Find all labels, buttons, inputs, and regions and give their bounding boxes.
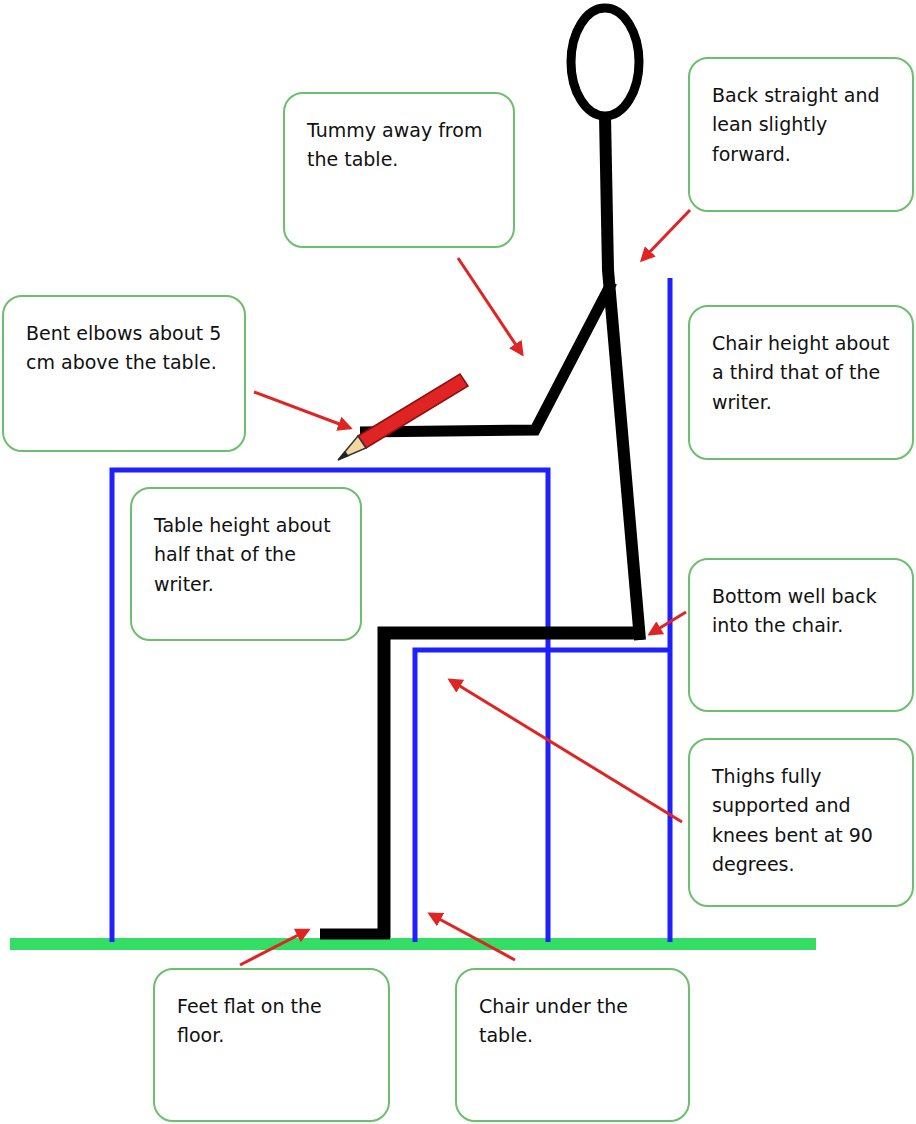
callout-text: Bent elbows about 5 cm above the table. [26, 319, 226, 378]
leader-arrow [240, 930, 308, 965]
leader-arrow [450, 680, 682, 822]
callout-box: Table height about half that of the writ… [130, 487, 362, 641]
callout-box: Chair under the table. [455, 968, 690, 1122]
leader-arrow [254, 392, 350, 428]
callout-box: Feet flat on the floor. [153, 968, 390, 1122]
callout-text: Back straight and lean slightly forward. [712, 81, 894, 169]
callout-text: Chair height about a third that of the w… [712, 329, 894, 417]
callout-text: Feet flat on the floor. [177, 992, 370, 1051]
figure-head [571, 8, 639, 116]
figure-foot [320, 929, 390, 940]
pencil-drawing [338, 374, 468, 460]
chair-back [668, 278, 673, 942]
callout-text: Thighs fully supported and knees bent at… [712, 762, 894, 880]
table-outline [112, 470, 548, 942]
callout-text: Table height about half that of the writ… [154, 511, 342, 599]
leader-arrow [642, 210, 690, 260]
leader-arrow [430, 914, 515, 960]
callout-text: Tummy away from the table. [307, 116, 495, 175]
callout-box: Bottom well back into the chair. [688, 558, 914, 712]
callout-box: Back straight and lean slightly forward. [688, 57, 914, 212]
callout-text: Bottom well back into the chair. [712, 582, 894, 641]
figure-body [605, 116, 640, 640]
leader-arrow [650, 612, 686, 634]
callout-box: Bent elbows about 5 cm above the table. [2, 295, 246, 452]
callout-box: Chair height about a third that of the w… [688, 305, 914, 460]
figure-arm [360, 282, 612, 432]
callout-text: Chair under the table. [479, 992, 670, 1051]
callout-box: Tummy away from the table. [283, 92, 515, 248]
callout-box: Thighs fully supported and knees bent at… [688, 738, 914, 907]
figure-leg [384, 633, 644, 938]
leader-arrow [458, 258, 522, 354]
chair-seat [415, 650, 670, 942]
